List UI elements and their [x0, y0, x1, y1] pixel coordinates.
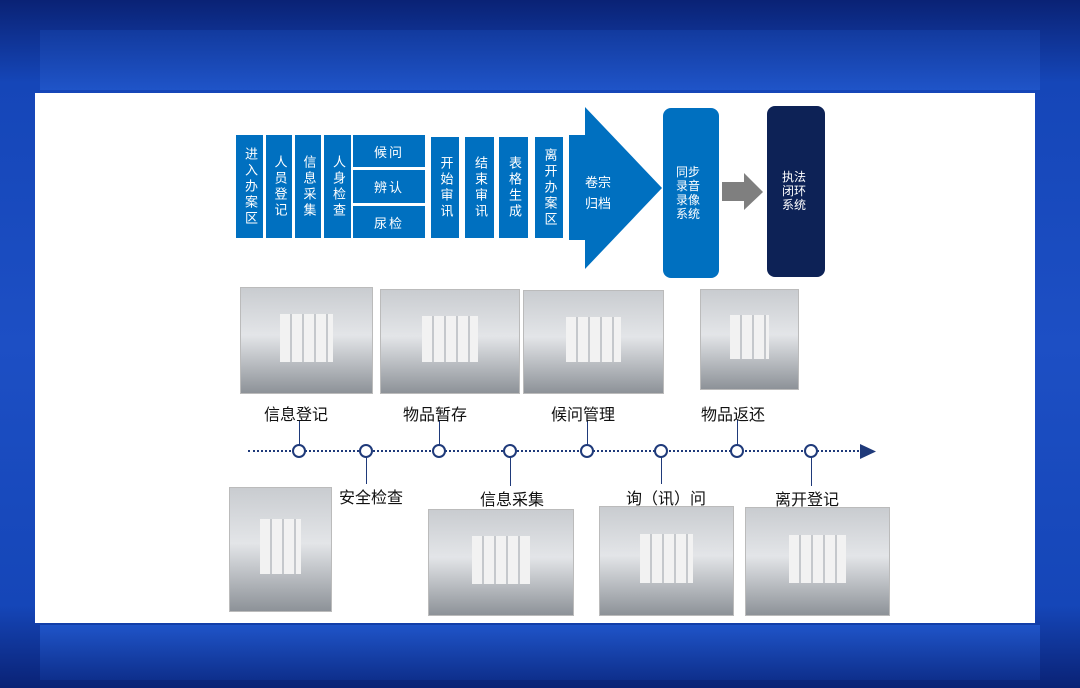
photo-info-registration	[240, 287, 373, 394]
gray-arrow-icon	[722, 173, 763, 210]
frame-bevel-top	[40, 30, 1040, 90]
archive-line-2: 归档	[585, 197, 612, 212]
label-info-collection: 信息采集	[479, 490, 545, 509]
step-registration: 人员登记	[266, 135, 292, 238]
sync-line: 系统	[676, 207, 701, 221]
photo-waiting-room	[523, 290, 664, 394]
stem	[811, 456, 812, 486]
label-item-return: 物品返还	[700, 405, 766, 424]
step-form-generation: 表格生成	[499, 137, 528, 238]
sync-line: 录像	[676, 193, 701, 207]
loop-line: 执法	[782, 170, 807, 184]
closed-loop-system-box	[767, 106, 825, 277]
label-security-check: 安全检查	[338, 488, 404, 507]
sync-line: 同步	[676, 165, 701, 179]
photo-item-storage	[380, 289, 520, 394]
step-end-interrogation: 结束审讯	[465, 137, 494, 238]
loop-line: 闭环	[782, 184, 807, 198]
photo-interrogation	[599, 506, 734, 616]
photo-info-collection	[428, 509, 574, 616]
frame-bevel-bottom	[40, 625, 1040, 680]
timeline-node	[432, 444, 446, 458]
step-info-collection: 信息采集	[295, 135, 321, 238]
timeline-node	[292, 444, 306, 458]
step-leave-area: 离开办案区	[535, 137, 563, 238]
timeline-node	[804, 444, 818, 458]
loop-line: 系统	[782, 198, 807, 212]
archive-label: 卷宗 归档	[585, 172, 615, 212]
label-leave-registration: 离开登记	[774, 490, 840, 509]
timeline-node	[730, 444, 744, 458]
label-item-storage: 物品暂存	[402, 405, 468, 424]
step-urine-test: 尿检	[353, 206, 425, 238]
big-arrow-icon	[569, 107, 662, 269]
label-waiting-management: 候问管理	[550, 405, 616, 424]
timeline-node	[580, 444, 594, 458]
timeline-node	[654, 444, 668, 458]
timeline-line	[248, 450, 863, 452]
step-enter-area: 进入办案区	[236, 135, 263, 238]
stem	[661, 456, 662, 484]
sync-recording-system-box	[663, 108, 719, 278]
timeline-node	[503, 444, 517, 458]
label-interrogation: 询（讯）问	[625, 489, 707, 508]
timeline-arrow-icon	[860, 444, 876, 459]
stem	[587, 420, 588, 446]
timeline-node	[359, 444, 373, 458]
step-body-check: 人身检查	[324, 135, 351, 238]
step-identify: 辨认	[353, 170, 425, 203]
sync-recording-label: 同步 录音 录像 系统	[676, 165, 700, 221]
stem	[366, 456, 367, 484]
closed-loop-label: 执法 闭环 系统	[782, 170, 806, 212]
step-start-interrogation: 开始审讯	[431, 137, 459, 238]
stem	[439, 420, 440, 446]
archive-line-1: 卷宗	[585, 176, 612, 191]
label-info-registration: 信息登记	[263, 405, 329, 424]
stem	[299, 420, 300, 446]
step-waiting: 候问	[353, 135, 425, 167]
photo-leave-registration	[745, 507, 890, 616]
sync-line: 录音	[676, 179, 701, 193]
stem	[510, 456, 511, 486]
photo-security-check	[229, 487, 332, 612]
stem	[737, 420, 738, 446]
photo-item-return	[700, 289, 799, 390]
